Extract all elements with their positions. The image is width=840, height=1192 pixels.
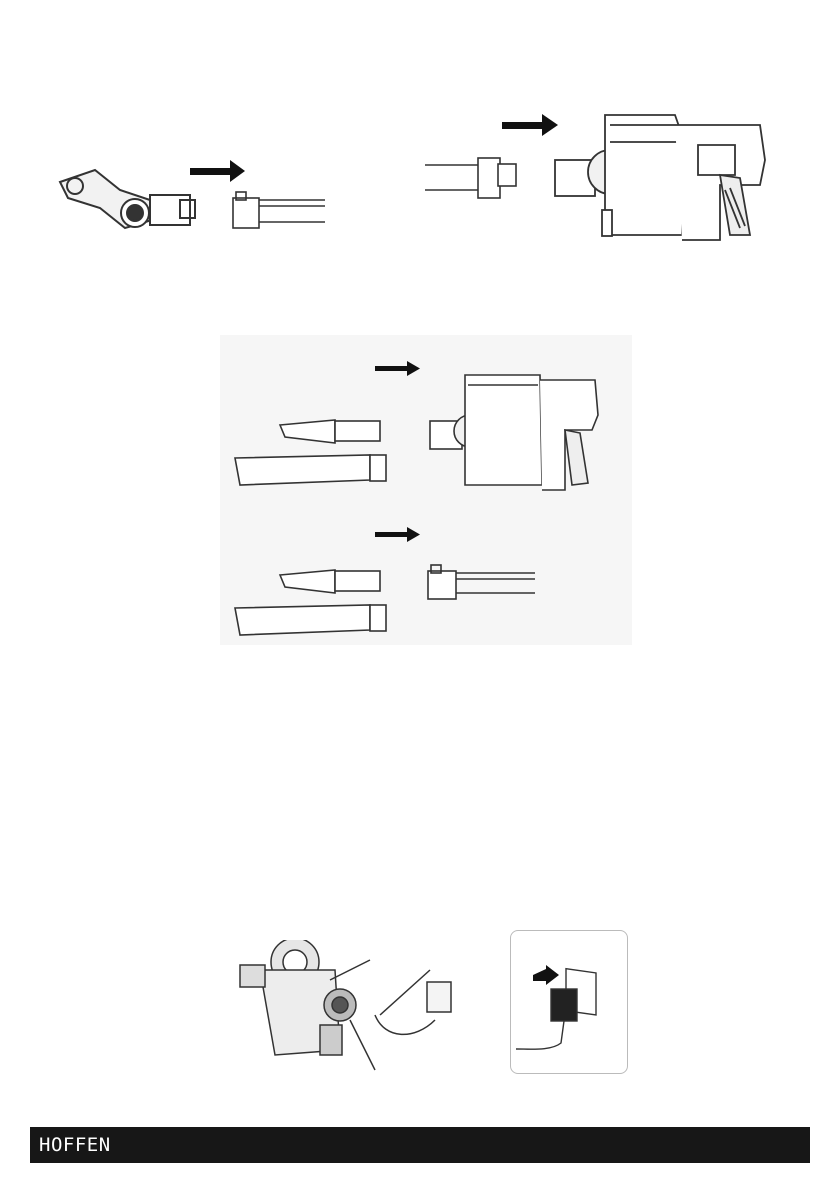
footer-bar: HOFFEN — [30, 1127, 810, 1163]
direction-arrow-icon — [375, 527, 420, 542]
accessories-panel — [220, 335, 632, 645]
tube-to-main-unit-figure — [420, 100, 780, 250]
direction-arrow-icon — [502, 114, 558, 136]
floor-brush-to-tube-figure — [40, 150, 340, 250]
adapter-socket-diagram — [511, 931, 627, 1073]
direction-arrow-icon — [190, 160, 245, 182]
direction-arrow-icon — [375, 361, 420, 376]
brand-logo: HOFFEN — [39, 1134, 111, 1156]
adapter-socket-box — [510, 930, 628, 1074]
charging-figure — [235, 940, 465, 1080]
plug-direction-arrow-icon — [533, 965, 559, 985]
accessories-diagram — [220, 335, 632, 645]
